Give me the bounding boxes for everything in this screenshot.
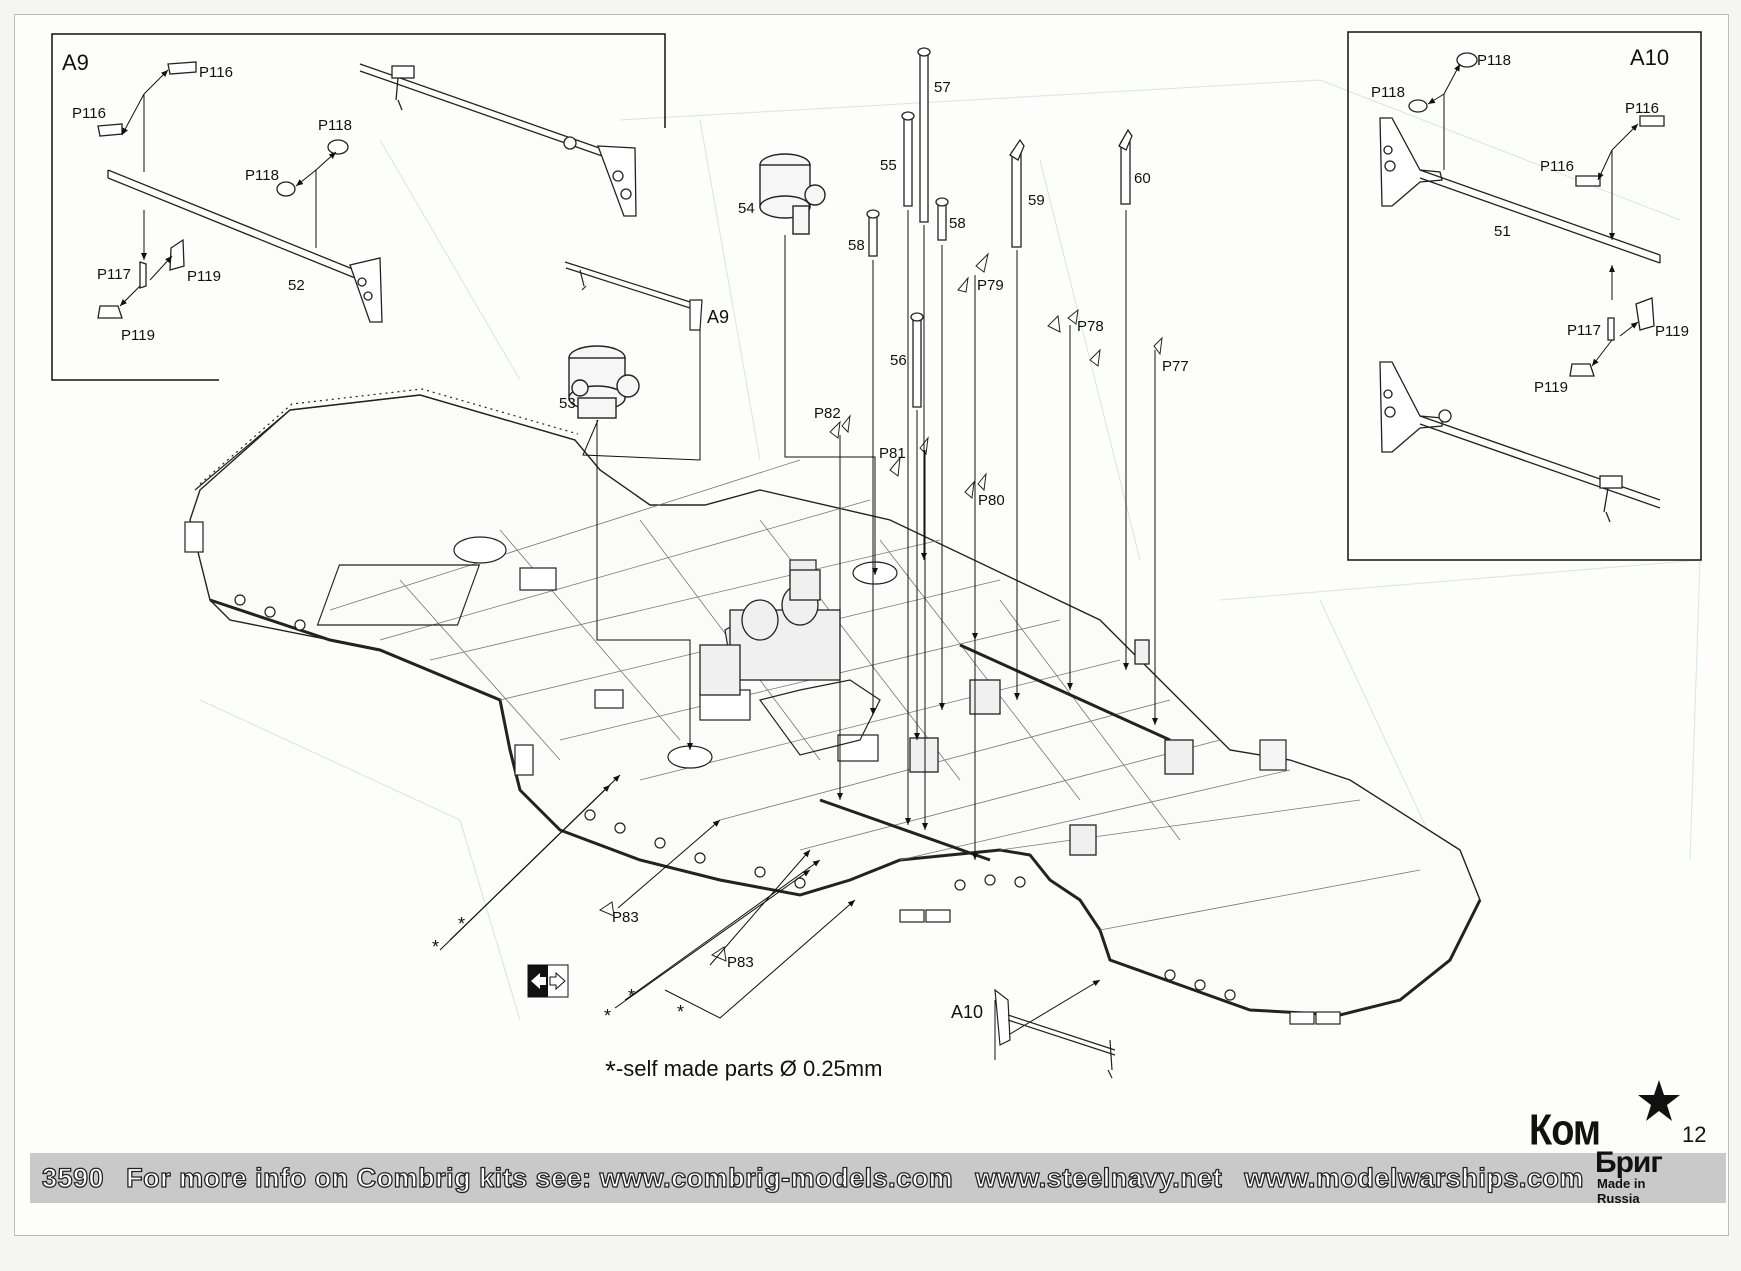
footer-site-steelnavy: www.steelnavy.net	[975, 1162, 1223, 1193]
logo-line2: Бриг	[1595, 1146, 1663, 1179]
hull-side-fittings	[184, 521, 1341, 1025]
a10-detail-box	[1347, 31, 1702, 561]
svg-text:*: *	[628, 986, 635, 1006]
made-in-russia: Made in Russia	[1597, 1176, 1646, 1206]
label-58-right: 58	[949, 215, 966, 232]
part-54-capstan	[759, 153, 826, 235]
svg-text:*: *	[432, 937, 439, 957]
label-P83-left: P83	[612, 909, 639, 926]
a9-label-P119-right: P119	[187, 268, 221, 285]
a10-reference-assembly	[994, 988, 1116, 1079]
footer-bar: 3590 For more info on Combrig kits see: …	[30, 1153, 1726, 1203]
label-56: 56	[890, 352, 907, 369]
label-51: 51	[1494, 223, 1511, 240]
a9-pointer-label: A9	[707, 307, 729, 327]
label-P78: P78	[1077, 318, 1104, 335]
a10-pointer-label: A10	[951, 1002, 983, 1022]
label-54: 54	[738, 200, 755, 217]
footer-text: 3590 For more info on Combrig kits see: …	[41, 1162, 1598, 1194]
part-labels: A9 A10 A9 A10 57 55 54 59 60 58 58 56 53…	[62, 45, 1689, 1022]
a9-detail-box	[51, 33, 666, 381]
a10-label-P119-bottom: P119	[1534, 379, 1568, 396]
main-deck	[189, 394, 1482, 1017]
a9-label-P116-left: P116	[72, 105, 106, 122]
a10-box-title: A10	[1630, 45, 1669, 70]
star-icon	[1638, 1080, 1680, 1121]
part-53-capstan	[568, 345, 640, 419]
label-P83-right: P83	[727, 954, 754, 971]
combrig-logo: Ком Бриг Made in Russia	[1525, 1080, 1680, 1206]
label-P82: P82	[814, 405, 841, 422]
note-text: -self made parts Ø 0.25mm	[615, 1056, 883, 1081]
svg-text:*: *	[604, 1006, 611, 1026]
self-made-parts-note: *-self made parts Ø 0.25mm	[605, 1055, 882, 1087]
label-P81: P81	[879, 445, 906, 462]
label-55: 55	[880, 157, 897, 174]
label-57: 57	[934, 79, 951, 96]
posts	[866, 47, 1133, 408]
label-60: 60	[1134, 170, 1151, 187]
a9-label-P117: P117	[97, 266, 131, 283]
self-made-part-markers: * * * * *	[432, 914, 684, 1026]
svg-text:*: *	[677, 1002, 684, 1022]
a10-label-P118-left: P118	[1371, 84, 1405, 101]
page-number: 12	[1682, 1122, 1707, 1147]
asterisk-symbol: *	[605, 1055, 616, 1086]
label-59: 59	[1028, 192, 1045, 209]
a9-label-P118-top: P118	[318, 117, 352, 134]
logo-line1: Ком	[1529, 1106, 1601, 1156]
svg-text:*: *	[458, 914, 465, 934]
a9-label-P116-top: P116	[199, 64, 233, 81]
label-58-left: 58	[848, 237, 865, 254]
a9-label-P119-bottom: P119	[121, 327, 155, 344]
label-53: 53	[559, 395, 576, 412]
a9-reference-assembly	[564, 261, 703, 331]
label-P79: P79	[977, 277, 1004, 294]
leader-lines	[439, 210, 1158, 1060]
winch-machinery	[699, 569, 1194, 856]
direction-arrow-icon	[527, 964, 569, 998]
a10-label-P116-top: P116	[1625, 100, 1659, 117]
a10-label-P118-top: P118	[1477, 52, 1511, 69]
label-52: 52	[288, 277, 305, 294]
a10-label-P119-right: P119	[1655, 323, 1689, 340]
label-P77: P77	[1162, 358, 1189, 375]
footer-site-modelwarships: www.modelwarships.com	[1244, 1162, 1584, 1193]
footer-info: For more info on Combrig kits see: www.c…	[125, 1162, 954, 1193]
a10-label-P117: P117	[1567, 322, 1601, 339]
label-P80: P80	[978, 492, 1005, 509]
background-ghost-drawing	[199, 79, 1701, 1021]
kit-number: 3590	[41, 1162, 105, 1193]
a10-label-P116-left: P116	[1540, 158, 1574, 175]
a9-label-P118-left: P118	[245, 167, 279, 184]
a9-box-title: A9	[62, 50, 89, 75]
